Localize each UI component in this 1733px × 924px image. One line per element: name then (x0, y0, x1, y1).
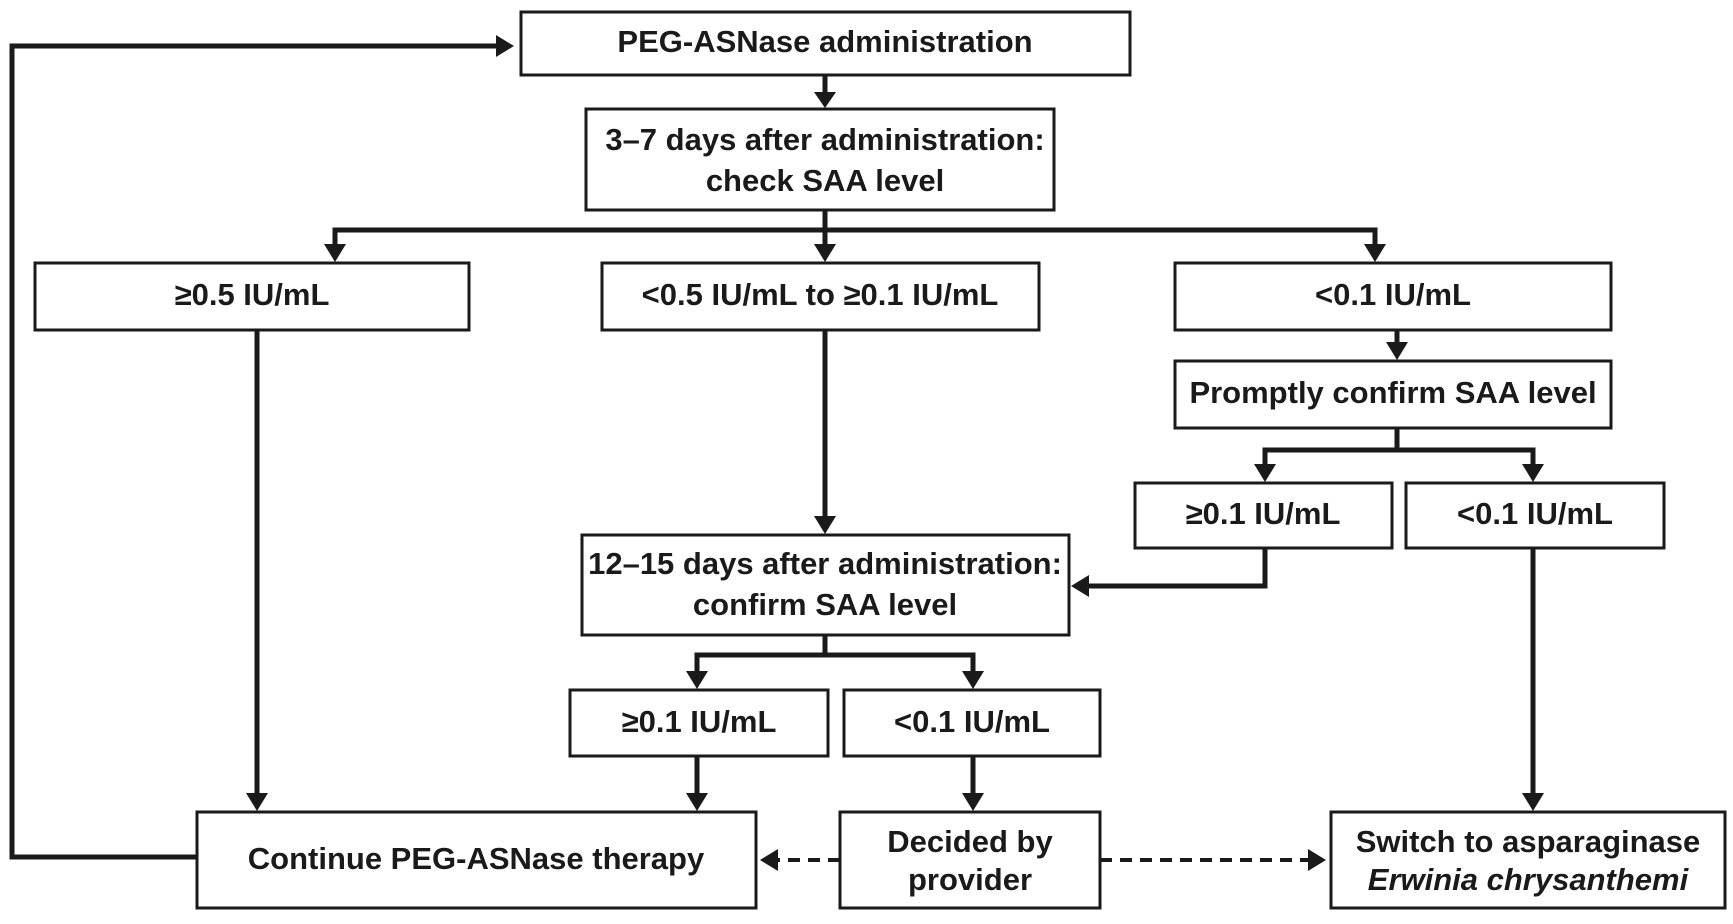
node-promptly-confirm: Promptly confirm SAA level (1173, 359, 1613, 430)
node-box (842, 688, 1102, 758)
node-label: ≥0.5 IU/mL (175, 277, 330, 312)
arrowhead (1522, 464, 1544, 482)
arrowhead (814, 92, 836, 108)
arrowhead (246, 793, 268, 811)
node-mid-range: <0.5 IU/mL to ≥0.1 IU/mL (600, 261, 1041, 332)
node-ge01-right: ≥0.1 IU/mL (1133, 481, 1394, 550)
node-box (1404, 481, 1666, 550)
arrowhead (962, 671, 984, 689)
node-box (1173, 359, 1613, 430)
arrowhead (1364, 244, 1386, 262)
node-box (1133, 481, 1394, 550)
node-ge05: ≥0.5 IU/mL (33, 261, 471, 332)
node-label: <0.1 IU/mL (1457, 496, 1613, 531)
node-label-line-1: Decided by (887, 824, 1053, 859)
edge-loop-back (9, 43, 498, 860)
node-label: <0.1 IU/mL (894, 704, 1050, 739)
node-box (519, 10, 1132, 77)
node-box (584, 107, 1056, 212)
node-box (600, 261, 1041, 332)
node-label: <0.1 IU/mL (1315, 277, 1471, 312)
node-peg-admin: PEG-ASNase administration (519, 10, 1132, 77)
node-label-line-2: check SAA level (706, 163, 944, 198)
node-box (568, 688, 830, 758)
node-box (33, 261, 471, 332)
arrowhead (686, 793, 708, 811)
arrowhead (496, 35, 514, 57)
connectors (9, 43, 1536, 862)
edge-confirm-split (694, 635, 828, 673)
node-label-line-1: Switch to asparaginase (1356, 824, 1701, 859)
node-box (1173, 261, 1613, 332)
node-switch-erwinia: Switch to asparaginase Erwinia chrysanth… (1329, 810, 1727, 910)
node-label-line-1: 3–7 days after administration: (605, 122, 1044, 157)
node-box (195, 810, 758, 910)
arrowhead (814, 244, 836, 262)
node-label: PEG-ASNase administration (617, 24, 1032, 59)
edge-confirm-to-lt01b (825, 652, 976, 673)
node-continue-therapy: Continue PEG-ASNase therapy (195, 810, 758, 910)
node-box (838, 810, 1102, 910)
arrowhead (1308, 849, 1326, 871)
node-label: Promptly confirm SAA level (1189, 375, 1596, 410)
node-label: Continue PEG-ASNase therapy (248, 841, 705, 876)
node-label-line-1: 12–15 days after administration: (588, 546, 1062, 581)
node-label-line-2: confirm SAA level (693, 587, 957, 622)
node-confirm-12-15: 12–15 days after administration: confirm… (580, 533, 1071, 637)
node-lt01-top: <0.1 IU/mL (1173, 261, 1613, 332)
arrowhead (686, 671, 708, 689)
node-decided-by-provider: Decided by provider (838, 810, 1102, 910)
edge-prompt-split (1262, 428, 1400, 466)
node-check-saa: 3–7 days after administration: check SAA… (584, 107, 1056, 212)
edge-check-split (332, 210, 828, 246)
edge-check-to-lt01 (825, 227, 1378, 246)
arrowhead (760, 849, 778, 871)
arrowhead (1386, 342, 1408, 360)
arrowheads (246, 35, 1544, 871)
node-lt01-bottom: <0.1 IU/mL (842, 688, 1102, 758)
node-label-line-2-italic: Erwinia chrysanthemi (1368, 862, 1690, 897)
node-label-line-2: provider (908, 862, 1032, 897)
node-box (580, 533, 1071, 637)
arrowhead (1071, 575, 1089, 597)
node-ge01-bottom: ≥0.1 IU/mL (568, 688, 830, 758)
arrowhead (1254, 464, 1276, 482)
node-lt01-right: <0.1 IU/mL (1404, 481, 1666, 550)
arrowhead (324, 244, 346, 262)
node-label: ≥0.1 IU/mL (622, 704, 777, 739)
edge-ge01r-to-confirm (1087, 548, 1268, 589)
node-box (1329, 810, 1727, 910)
arrowhead (962, 793, 984, 811)
node-label: ≥0.1 IU/mL (1186, 496, 1341, 531)
edge-prompt-to-lt01r (1397, 447, 1536, 466)
node-label: <0.5 IU/mL to ≥0.1 IU/mL (642, 277, 999, 312)
arrowhead (1522, 793, 1544, 811)
arrowhead (814, 516, 836, 534)
